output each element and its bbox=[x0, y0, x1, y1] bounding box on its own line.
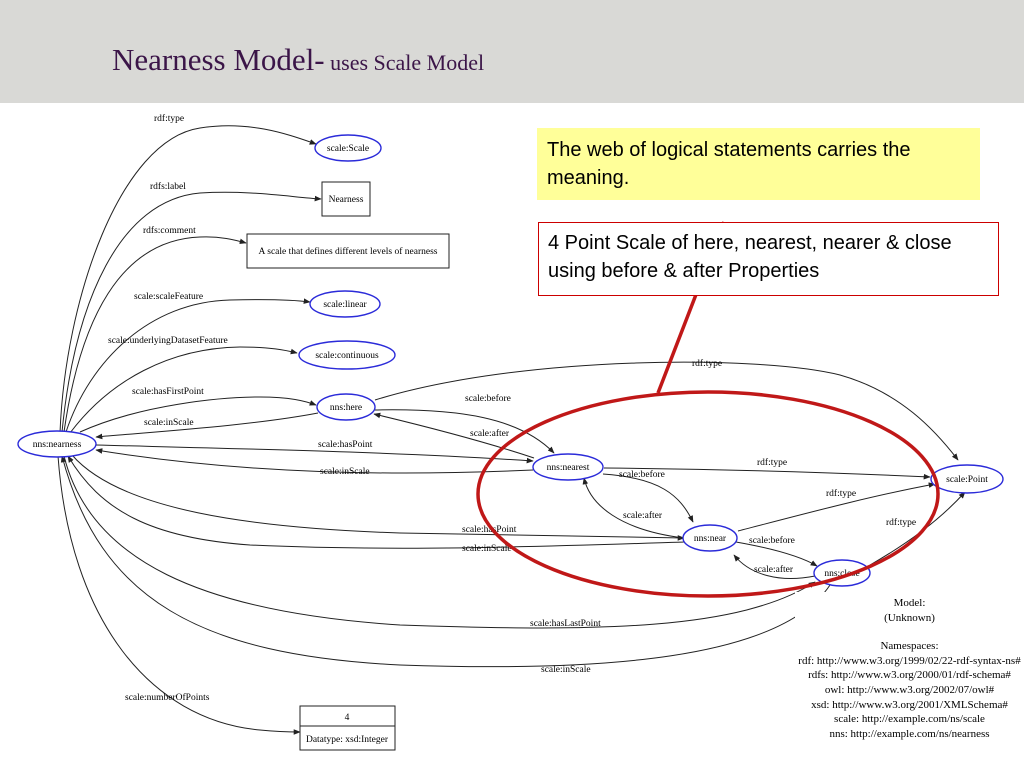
namespace-legend: Model: (Unknown) Namespaces: rdf: http:/… bbox=[795, 592, 1024, 768]
node-number-literal: 4 Datatype: xsd:Integer bbox=[299, 705, 396, 751]
label-has-point-1: scale:hasPoint bbox=[318, 440, 373, 450]
node-here-text: nns:here bbox=[330, 403, 362, 413]
label-in-scale-3: scale:inScale bbox=[462, 544, 512, 554]
label-in-scale-1: scale:inScale bbox=[144, 418, 194, 428]
node-linear: scale:linear bbox=[309, 290, 381, 318]
legend-ns-title: Namespaces: bbox=[880, 640, 939, 653]
callout-web-of-statements: The web of logical statements carries th… bbox=[537, 128, 980, 200]
edge-nearest-inscale bbox=[95, 448, 534, 474]
edge-close-type-point bbox=[869, 491, 966, 566]
edge-nearness-scalefeature bbox=[65, 298, 311, 433]
edge-nearness-label bbox=[61, 191, 322, 433]
legend-ns-scale: scale: http://example.com/ns/scale bbox=[834, 713, 985, 726]
edge-near-after bbox=[582, 477, 685, 539]
label-after-1: scale:after bbox=[470, 428, 510, 439]
label-rdf-type-2: rdf:type bbox=[692, 358, 722, 369]
legend-ns-rdf: rdf: http://www.w3.org/1999/02/22-rdf-sy… bbox=[798, 654, 1021, 667]
node-number-value: 4 bbox=[345, 713, 350, 723]
label-underlying-feature: scale:underlyingDatasetFeature bbox=[108, 336, 228, 346]
node-nearness: nns:nearness bbox=[17, 430, 97, 458]
edge-here-before bbox=[372, 409, 555, 454]
edge-here-inscale bbox=[95, 412, 319, 440]
legend-ns-xsd: xsd: http://www.w3.org/2001/XMLSchema# bbox=[811, 698, 1008, 711]
node-nearest: nns:nearest bbox=[532, 453, 604, 481]
node-point: scale:Point bbox=[930, 464, 1004, 494]
label-has-last-point: scale:hasLastPoint bbox=[530, 619, 601, 629]
label-before-2: scale:before bbox=[619, 469, 665, 480]
label-rdfs-comment: rdfs:comment bbox=[143, 225, 196, 236]
edge-nearness-firstpoint bbox=[79, 396, 317, 433]
node-linear-text: scale:linear bbox=[323, 300, 367, 310]
highlight-ellipse bbox=[476, 390, 940, 598]
edge-near-type-point bbox=[737, 482, 936, 532]
legend-ns-nns: nns: http://example.com/ns/nearness bbox=[829, 727, 990, 740]
node-scale: scale:Scale bbox=[314, 134, 382, 162]
node-nearness-literal-text: Nearness bbox=[329, 195, 364, 205]
slide-title-main: Nearness Model- bbox=[112, 42, 325, 77]
label-scale-feature: scale:scaleFeature bbox=[134, 292, 203, 302]
node-near: nns:near bbox=[682, 524, 738, 552]
slide-header bbox=[0, 0, 1024, 103]
slide-title-sub: uses Scale Model bbox=[324, 50, 485, 75]
label-rdf-type-3: rdf:type bbox=[757, 457, 787, 468]
node-continuous: scale:continuous bbox=[298, 340, 396, 370]
node-nearness-literal: Nearness bbox=[321, 181, 371, 217]
node-near-text: nns:near bbox=[694, 534, 727, 544]
node-scale-text: scale:Scale bbox=[327, 144, 369, 154]
node-close-text: nns:close bbox=[824, 569, 859, 579]
edge-nearest-after bbox=[373, 412, 535, 459]
callout-four-point-scale: 4 Point Scale of here, nearest, nearer &… bbox=[538, 222, 999, 296]
edge-nearness-type bbox=[59, 125, 317, 434]
label-before-1: scale:before bbox=[465, 393, 511, 404]
label-number-of-points: scale:numberOfPoints bbox=[125, 692, 210, 703]
legend-model-value: (Unknown) bbox=[884, 611, 935, 624]
label-rdfs-label: rdfs:label bbox=[150, 181, 186, 192]
label-in-scale-2: scale:inScale bbox=[320, 467, 370, 477]
legend-ns-rdfs: rdfs: http://www.w3.org/2000/01/rdf-sche… bbox=[808, 669, 1011, 682]
edge-close-inscale bbox=[60, 455, 831, 668]
edge-nearness-haspoint-nearest bbox=[95, 444, 534, 464]
edge-nearness-haslastpoint bbox=[63, 455, 816, 629]
label-has-first-point: scale:hasFirstPoint bbox=[132, 387, 204, 397]
node-point-text: scale:Point bbox=[946, 475, 988, 485]
label-rdf-type-4: rdf:type bbox=[826, 488, 856, 499]
node-here: nns:here bbox=[316, 393, 376, 421]
label-has-point-2: scale:hasPoint bbox=[462, 525, 517, 535]
label-before-3: scale:before bbox=[749, 535, 795, 546]
edge-nearest-before bbox=[602, 473, 694, 523]
node-comment-literal-text: A scale that defines different levels of… bbox=[259, 246, 438, 257]
legend-model-title: Model: bbox=[893, 597, 926, 609]
label-rdf-type-1: rdf:type bbox=[154, 113, 184, 124]
label-in-scale-4: scale:inScale bbox=[541, 665, 591, 675]
slide-title: Nearness Model- uses Scale Model bbox=[112, 42, 484, 78]
edge-nearness-comment bbox=[63, 236, 247, 433]
edge-nearness-underlying bbox=[69, 346, 298, 434]
legend-ns-owl: owl: http://www.w3.org/2002/07/owl# bbox=[824, 683, 995, 696]
label-rdf-type-5: rdf:type bbox=[886, 517, 916, 528]
node-comment-literal: A scale that defines different levels of… bbox=[246, 233, 450, 269]
node-continuous-text: scale:continuous bbox=[315, 351, 379, 361]
edge-here-type-point bbox=[374, 361, 959, 461]
edge-nearness-numberofpoints bbox=[57, 455, 301, 735]
node-nearest-text: nns:nearest bbox=[547, 463, 590, 473]
edge-close-after bbox=[733, 554, 816, 579]
label-after-2: scale:after bbox=[623, 510, 663, 521]
edge-near-before bbox=[735, 541, 818, 567]
label-after-3: scale:after bbox=[754, 564, 794, 575]
edge-near-inscale bbox=[67, 455, 685, 549]
node-nearness-text: nns:nearness bbox=[33, 440, 82, 450]
node-number-type: Datatype: xsd:Integer bbox=[306, 735, 389, 745]
edge-nearest-type-point bbox=[603, 467, 931, 480]
edge-nearness-haspoint-near bbox=[71, 454, 685, 541]
